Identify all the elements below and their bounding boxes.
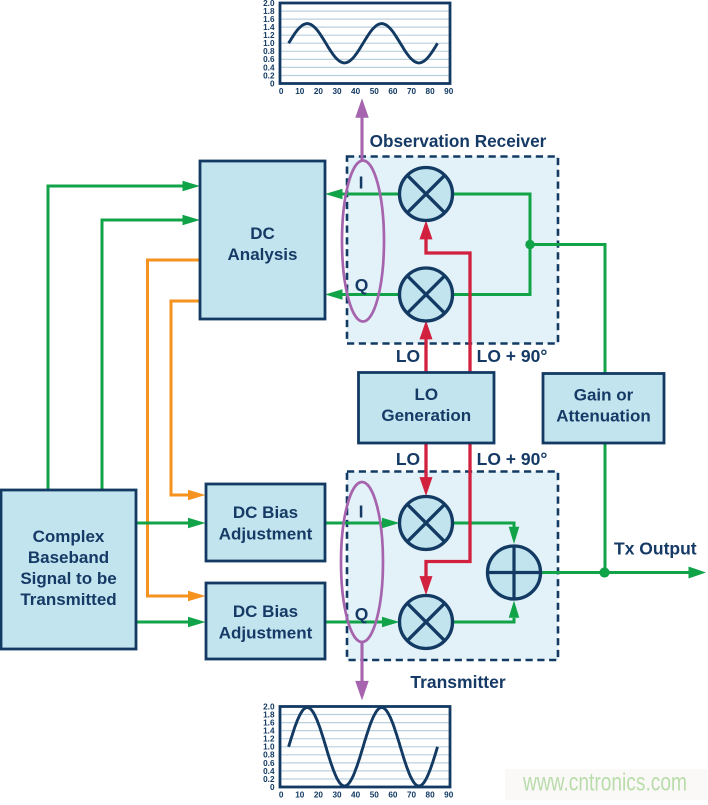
svg-text:www.cntronics.com: www.cntronics.com [522, 769, 687, 797]
svg-text:Adjustment: Adjustment [219, 525, 313, 544]
svg-text:0: 0 [270, 783, 275, 792]
svg-text:50: 50 [370, 87, 380, 96]
svg-text:I: I [359, 502, 364, 522]
svg-text:0: 0 [270, 79, 275, 88]
svg-text:DC Bias: DC Bias [233, 602, 298, 621]
svg-text:1.6: 1.6 [263, 719, 275, 728]
svg-text:1.2: 1.2 [263, 735, 275, 744]
svg-text:50: 50 [370, 791, 380, 800]
svg-text:10: 10 [295, 791, 305, 800]
svg-text:LO: LO [414, 385, 438, 404]
svg-text:1.6: 1.6 [263, 15, 275, 24]
svg-text:0.4: 0.4 [263, 767, 275, 776]
svg-text:0.2: 0.2 [263, 71, 275, 80]
svg-text:Transmitted: Transmitted [20, 590, 116, 609]
svg-text:10: 10 [295, 87, 305, 96]
svg-text:1.8: 1.8 [263, 710, 275, 719]
svg-text:20: 20 [314, 87, 324, 96]
svg-text:60: 60 [388, 791, 398, 800]
svg-text:Q: Q [355, 604, 369, 624]
svg-text:0.8: 0.8 [263, 47, 275, 56]
svg-text:90: 90 [444, 791, 454, 800]
svg-text:1.0: 1.0 [263, 743, 275, 752]
svg-text:30: 30 [332, 87, 342, 96]
svg-text:1.2: 1.2 [263, 31, 275, 40]
svg-text:70: 70 [407, 791, 417, 800]
svg-text:Transmitter: Transmitter [410, 672, 505, 692]
svg-text:LO + 90°: LO + 90° [477, 346, 548, 366]
svg-text:0: 0 [279, 791, 284, 800]
svg-text:Tx Output: Tx Output [614, 539, 697, 559]
svg-text:LO + 90°: LO + 90° [477, 449, 548, 469]
svg-text:Signal to be: Signal to be [20, 569, 116, 588]
svg-text:0.8: 0.8 [263, 751, 275, 760]
svg-text:20: 20 [314, 791, 324, 800]
svg-text:0.4: 0.4 [263, 63, 275, 72]
svg-text:DC Bias: DC Bias [233, 503, 298, 522]
svg-text:1.0: 1.0 [263, 39, 275, 48]
svg-text:1.4: 1.4 [263, 23, 275, 32]
svg-text:LO: LO [396, 346, 420, 366]
svg-text:Generation: Generation [381, 406, 471, 425]
svg-text:80: 80 [426, 87, 436, 96]
svg-text:2.0: 2.0 [263, 0, 275, 8]
svg-text:40: 40 [351, 87, 361, 96]
svg-text:2.0: 2.0 [263, 702, 275, 711]
svg-text:Complex: Complex [33, 527, 105, 546]
svg-text:0: 0 [279, 87, 284, 96]
svg-text:Analysis: Analysis [228, 245, 298, 264]
svg-text:0.6: 0.6 [263, 759, 275, 768]
svg-text:30: 30 [332, 791, 342, 800]
svg-text:0.6: 0.6 [263, 55, 275, 64]
svg-text:Baseband: Baseband [28, 548, 109, 567]
svg-text:DC: DC [250, 224, 275, 243]
svg-text:1.4: 1.4 [263, 727, 275, 736]
svg-text:1.8: 1.8 [263, 7, 275, 16]
svg-text:LO: LO [396, 449, 420, 469]
svg-text:Attenuation: Attenuation [556, 407, 650, 426]
svg-text:0.2: 0.2 [263, 775, 275, 784]
svg-text:70: 70 [407, 87, 417, 96]
svg-text:Adjustment: Adjustment [219, 624, 313, 643]
svg-text:Gain or: Gain or [574, 386, 634, 405]
svg-text:I: I [359, 173, 364, 193]
svg-text:Q: Q [355, 275, 369, 295]
svg-text:90: 90 [444, 87, 454, 96]
svg-text:Observation Receiver: Observation Receiver [370, 131, 547, 151]
svg-text:80: 80 [426, 791, 436, 800]
svg-text:40: 40 [351, 791, 361, 800]
svg-text:60: 60 [388, 87, 398, 96]
